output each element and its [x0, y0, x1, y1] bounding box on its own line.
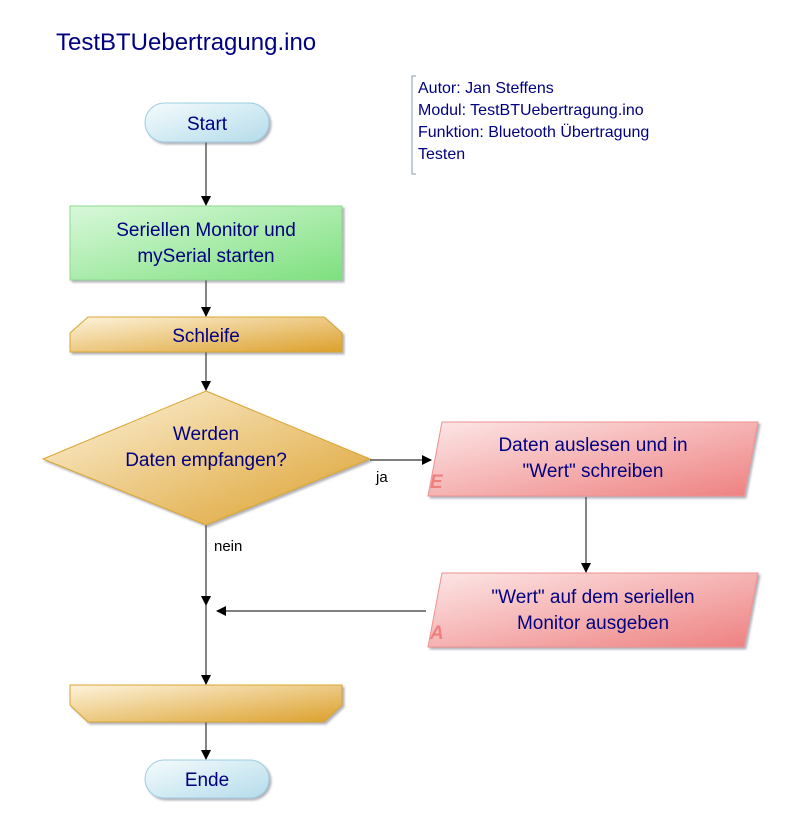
process-line: Seriellen Monitor und	[116, 220, 296, 241]
input-node[interactable]: E Daten auslesen und in "Wert" schreiben	[427, 421, 759, 497]
loop-start-node[interactable]: Schleife	[69, 316, 343, 353]
end-label: Ende	[185, 770, 229, 791]
comment-line: Modul: TestBTUebertragung.ino	[418, 102, 644, 119]
no-label: nein	[214, 538, 242, 555]
decision-node[interactable]: Werden Daten empfangen?	[41, 390, 372, 526]
yes-label: ja	[375, 469, 388, 486]
connectors	[201, 142, 591, 760]
end-node[interactable]: Ende	[144, 759, 270, 799]
output-line: Monitor ausgeben	[517, 613, 669, 634]
comment-block: Autor: Jan Steffens Modul: TestBTUebertr…	[411, 75, 649, 175]
process-line: mySerial starten	[137, 246, 274, 267]
comment-line: Funktion: Bluetooth Übertragung	[418, 123, 649, 141]
diagram-title: TestBTUebertragung.ino	[56, 29, 316, 56]
input-tag: E	[430, 472, 444, 493]
start-label: Start	[187, 114, 228, 135]
output-node[interactable]: A "Wert" auf dem seriellen Monitor ausge…	[427, 572, 759, 648]
comment-line: Autor: Jan Steffens	[418, 80, 554, 97]
decision-line: Werden	[173, 424, 239, 445]
init-process-node[interactable]: Seriellen Monitor und mySerial starten	[69, 205, 343, 281]
comment-line: Testen	[418, 146, 465, 163]
decision-line: Daten empfangen?	[125, 450, 287, 471]
loop-end-node[interactable]	[69, 684, 343, 723]
output-line: "Wert" auf dem seriellen	[491, 587, 694, 608]
input-line: Daten auslesen und in	[498, 435, 687, 456]
loop-start-label: Schleife	[172, 326, 240, 347]
input-line: "Wert" schreiben	[523, 461, 664, 482]
output-tag: A	[429, 623, 444, 644]
start-node[interactable]: Start	[144, 102, 270, 143]
